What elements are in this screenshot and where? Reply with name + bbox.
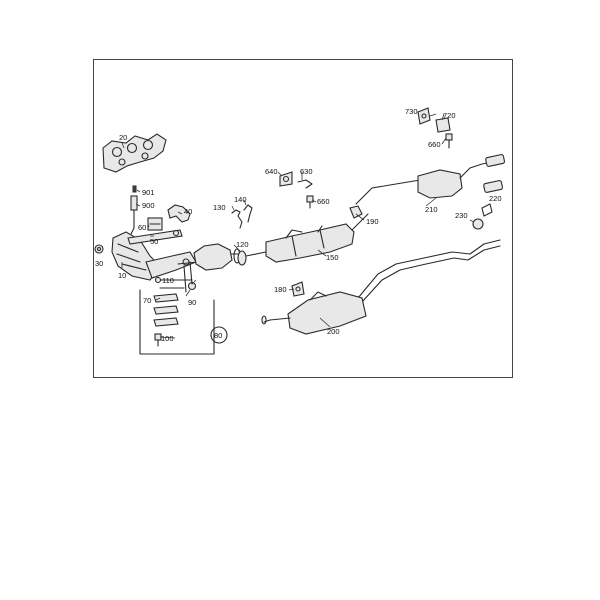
callout-900: 900 (142, 201, 155, 210)
hanger-130[interactable] (231, 209, 243, 229)
callout-100: 100 (161, 334, 174, 343)
tail-pipe-trim-220[interactable] (483, 180, 504, 193)
bracket-230[interactable] (472, 203, 493, 230)
bolt-660-front[interactable] (306, 195, 314, 209)
intermediate-pipe (245, 251, 267, 257)
callout-10: 10 (118, 271, 126, 280)
rubber-mount-640[interactable] (279, 171, 293, 187)
heat-shield-clamp[interactable] (147, 204, 191, 231)
callout-180: 180 (274, 285, 287, 294)
alternative-rear-muffler-200[interactable] (261, 239, 501, 335)
callout-901: 901 (142, 188, 155, 197)
rear-muffler-210[interactable] (355, 154, 506, 205)
callout-730: 730 (405, 107, 418, 116)
leader-lines (121, 113, 475, 339)
callout-630: 630 (300, 167, 313, 176)
bracket-630[interactable] (297, 179, 313, 189)
callout-20: 20 (119, 133, 127, 142)
callout-110: 110 (162, 276, 174, 285)
callout-200: 200 (327, 327, 340, 336)
bolt-660-rear[interactable] (445, 133, 453, 149)
clamp-190[interactable] (349, 205, 363, 219)
rubber-mount-180[interactable] (291, 281, 305, 297)
rubber-mount-730[interactable] (417, 107, 431, 125)
callout-130: 130 (213, 203, 226, 212)
callout-80: 80 (214, 331, 222, 340)
connector-ring-120[interactable] (237, 250, 247, 266)
callout-140: 140 (234, 195, 247, 204)
callout-120: 120 (236, 240, 249, 249)
callout-220: 220 (489, 194, 502, 203)
callout-660-front: 660 (317, 197, 330, 206)
callout-150: 150 (326, 253, 339, 262)
callout-90: 90 (188, 298, 196, 307)
bracket-50[interactable] (127, 229, 183, 245)
callout-70: 70 (143, 296, 151, 305)
washer-30[interactable] (94, 244, 104, 254)
front-pipe-catalytic-converter[interactable] (177, 243, 241, 271)
callout-30: 30 (95, 259, 103, 268)
mounting-hardware-group[interactable] (139, 261, 228, 355)
bracket-720[interactable] (435, 117, 451, 133)
callout-40: 40 (184, 207, 192, 216)
callout-720: 720 (443, 111, 456, 120)
callout-50: 50 (150, 237, 158, 246)
hanger-140[interactable] (243, 204, 253, 223)
oxygen-sensor[interactable] (130, 185, 138, 235)
exhaust-manifold[interactable] (111, 231, 197, 281)
callout-210: 210 (425, 205, 438, 214)
callout-230: 230 (455, 211, 468, 220)
center-muffler[interactable] (265, 213, 369, 263)
callout-190: 190 (366, 217, 379, 226)
callout-60: 60 (138, 223, 146, 232)
callout-660-rear: 660 (428, 140, 441, 149)
callout-640: 640 (265, 167, 278, 176)
manifold-gasket[interactable] (102, 133, 167, 173)
